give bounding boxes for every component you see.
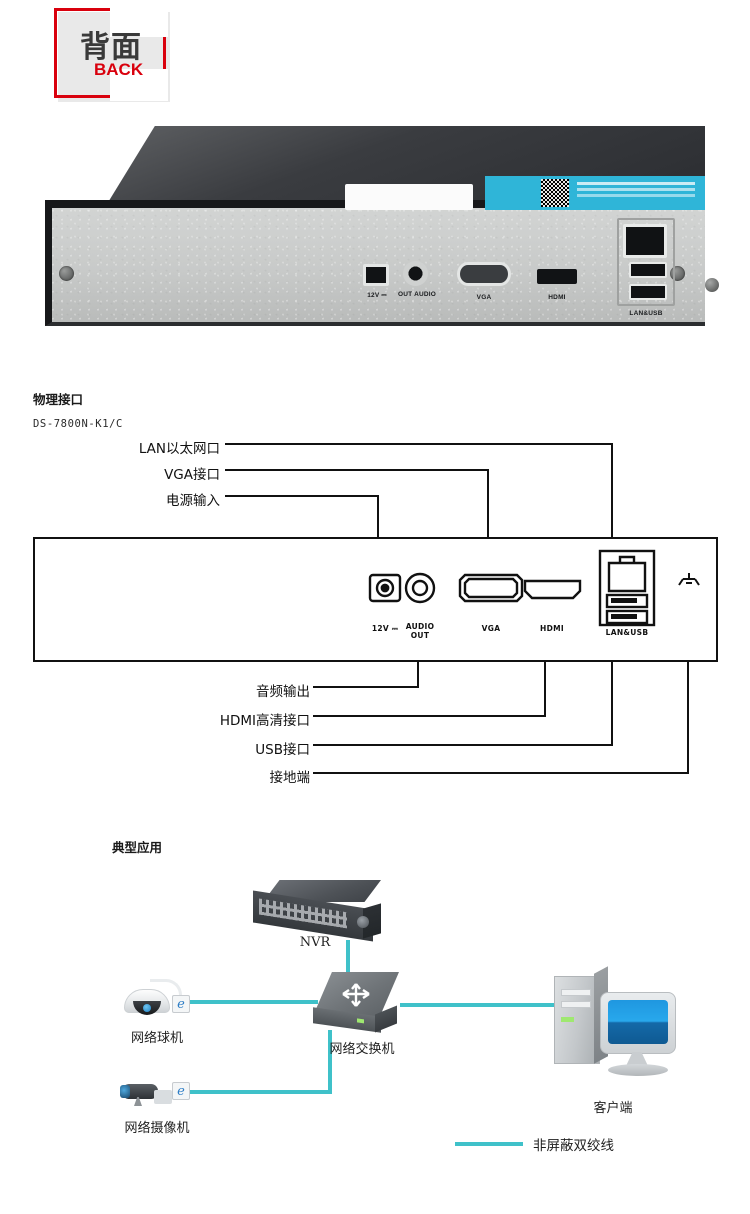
pc-monitor-base — [608, 1064, 668, 1076]
photo-rj45-port — [623, 224, 667, 258]
badge-notch-top — [110, 5, 168, 37]
nvr-rear-panel-photo: 12V ⎓ OUT AUDIO VGA HDMI LAN&USB — [45, 126, 719, 331]
typical-application-title: 典型应用 — [112, 840, 163, 855]
label-network-switch: 网络交换机 — [329, 1042, 395, 1057]
badge-notch-bottom — [110, 69, 168, 101]
sticker-text-lines — [577, 182, 695, 185]
photo-power-jack — [363, 264, 389, 286]
callout-label-lan: LAN以太网口 — [138, 441, 220, 457]
photo-usb-port-2 — [629, 284, 667, 300]
pc-monitor-neck — [626, 1052, 648, 1066]
badge-title-cn: 背面 — [80, 30, 142, 65]
internet-e-badge-icon-2: e — [172, 1082, 190, 1100]
client-pc-icon — [548, 966, 678, 1088]
legend-cable-swatch — [455, 1142, 523, 1146]
network-switch-icon — [313, 972, 405, 1034]
drawing-ground-symbol — [678, 573, 700, 586]
drawing-label-vga: VGA — [481, 624, 501, 633]
drawing-label-power: 12V ⎓ — [371, 624, 399, 633]
photo-label-audio: OUT AUDIO — [397, 291, 437, 298]
physical-interface-title: 物理接口 — [33, 392, 84, 407]
callout-label-hdmi: HDMI高清接口 — [219, 713, 310, 729]
photo-label-hdmi: HDMI — [548, 294, 566, 301]
label-dome-camera: 网络球机 — [130, 1031, 183, 1046]
white-label-sticker — [345, 184, 473, 210]
photo-ground-screw — [705, 278, 719, 292]
callout-leader-lines — [225, 443, 689, 774]
label-nvr: NVR — [299, 935, 331, 950]
dome-camera-icon: e — [120, 975, 192, 1023]
nvr-device-icon — [253, 880, 388, 942]
qr-code-icon — [541, 179, 569, 207]
internet-e-badge-icon: e — [172, 995, 190, 1013]
drawing-vga-port — [458, 573, 524, 603]
drawing-hdmi-port — [523, 579, 582, 600]
drawing-label-hdmi: HDMI — [540, 624, 564, 633]
label-client-pc: 客户端 — [593, 1101, 633, 1116]
photo-hdmi-port — [537, 269, 577, 284]
photo-label-power: 12V ⎓ — [367, 292, 387, 299]
drawing-label-lanusb: LAN&USB — [605, 628, 649, 637]
callout-label-ground: 接地端 — [269, 770, 311, 786]
callout-label-power: 电源输入 — [166, 493, 220, 509]
pc-monitor-bezel — [600, 992, 676, 1054]
bullet-lens — [120, 1085, 130, 1098]
drawing-label-audio-line2: OUT — [410, 631, 430, 640]
back-section-badge: 背面 BACK — [54, 5, 170, 102]
bullet-bracket — [154, 1090, 172, 1104]
callout-label-usb: USB接口 — [255, 742, 310, 758]
legend-cable-label: 非屏蔽双绞线 — [533, 1138, 614, 1154]
bullet-mount — [134, 1097, 142, 1106]
callout-label-audio: 音频输出 — [256, 684, 310, 700]
bullet-body — [122, 1084, 158, 1099]
bullet-camera-icon: e — [120, 1078, 192, 1110]
pc-tower — [554, 976, 600, 1064]
model-number-text: DS-7800N-K1/C — [33, 418, 123, 430]
dome-mount-arm — [150, 979, 182, 997]
drawing-label-audio-line1: AUDIO — [405, 622, 435, 631]
photo-audio-jack — [403, 261, 428, 286]
rear-panel-line-drawing: 12V ⎓ AUDIO OUT VGA HDMI LAN&USB — [33, 537, 718, 662]
drawing-lan-usb-group — [598, 549, 656, 627]
photo-vga-port — [457, 262, 511, 286]
panel-ports-svg — [368, 549, 700, 627]
drawing-audio-jack — [404, 572, 436, 604]
dome-lens — [143, 1004, 151, 1012]
photo-label-lanusb: LAN&USB — [629, 310, 663, 317]
pc-drive-bay-2 — [561, 1001, 591, 1008]
pc-power-led — [561, 1017, 574, 1022]
nvr-front-leds — [259, 898, 347, 929]
photo-lan-usb-group — [617, 218, 675, 306]
nvr-power-knob — [357, 916, 369, 928]
pc-drive-bay-1 — [561, 989, 591, 996]
pc-monitor-screen — [608, 1000, 668, 1044]
chassis-screw-left — [59, 266, 74, 281]
photo-label-vga: VGA — [476, 294, 492, 301]
drawing-power-jack — [368, 573, 402, 603]
switch-status-led — [357, 1018, 364, 1024]
network-cables — [185, 940, 555, 1094]
cyan-qr-sticker — [485, 176, 705, 210]
badge-title-en: BACK — [94, 60, 144, 79]
label-ip-camera: 网络摄像机 — [124, 1121, 190, 1136]
callout-label-vga: VGA接口 — [164, 467, 220, 483]
switch-arrows-icon — [342, 983, 370, 1007]
photo-usb-port-1 — [629, 262, 667, 278]
